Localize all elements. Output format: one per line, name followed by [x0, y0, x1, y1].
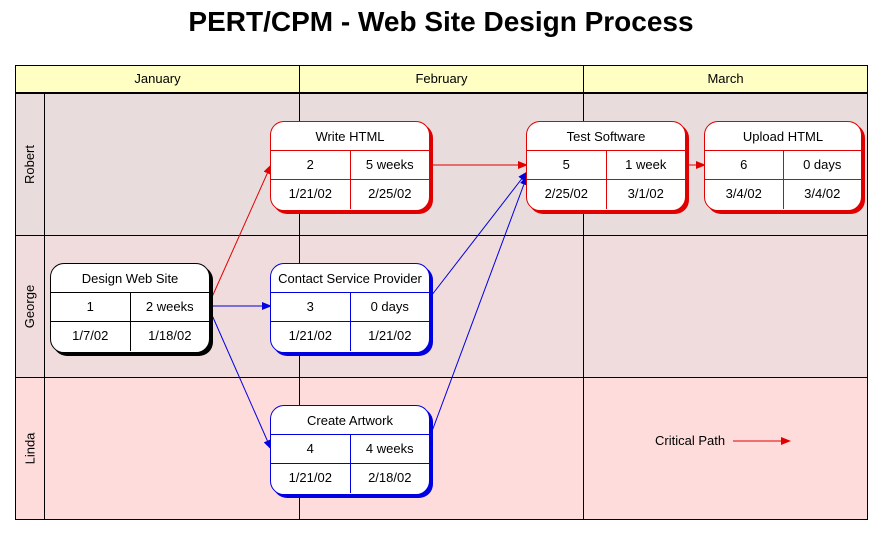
- lane-label-george: George: [16, 236, 45, 377]
- lane-linda: Linda: [15, 377, 868, 520]
- lane-label-linda: Linda: [16, 378, 45, 519]
- arrow-4-to-5: [427, 175, 528, 443]
- task-start: 1/21/02: [271, 180, 351, 209]
- task-name: Design Web Site: [51, 264, 209, 293]
- task-finish: 1/21/02: [368, 328, 412, 343]
- task-write-html[interactable]: Write HTML 2 5 weeks 1/21/02 2/25/02: [270, 121, 430, 211]
- task-finish: 2/25/02: [368, 186, 412, 201]
- task-id: 1: [51, 293, 131, 321]
- task-id: 6: [705, 151, 784, 179]
- task-create-artwork[interactable]: Create Artwork 4 4 weeks 1/21/02 2/18/02: [270, 405, 430, 495]
- task-duration: 5 weeks: [365, 157, 414, 172]
- task-upload-html[interactable]: Upload HTML 6 0 days 3/4/02 3/4/02: [704, 121, 862, 211]
- task-start: 3/4/02: [705, 180, 784, 209]
- task-duration: 4 weeks: [365, 441, 414, 456]
- task-start: 1/21/02: [271, 322, 351, 351]
- task-duration: 0 days: [370, 299, 409, 314]
- task-duration: 0 days: [803, 157, 842, 172]
- task-id: 3: [271, 293, 351, 321]
- month-divider: [583, 93, 584, 519]
- page-title: PERT/CPM - Web Site Design Process: [188, 6, 694, 37]
- task-name: Upload HTML: [705, 122, 861, 151]
- task-name: Test Software: [527, 122, 685, 151]
- arrow-3-to-5: [427, 171, 528, 301]
- task-duration: 2 weeks: [145, 299, 194, 314]
- month-march: March: [583, 65, 868, 93]
- task-name: Create Artwork: [271, 406, 429, 435]
- month-january: January: [15, 65, 300, 93]
- arrow-1-to-4: [207, 305, 272, 450]
- task-contact-service-provider[interactable]: Contact Service Provider 3 0 days 1/21/0…: [270, 263, 430, 353]
- task-finish: 1/18/02: [148, 328, 192, 343]
- task-start: 1/21/02: [271, 464, 351, 493]
- task-finish: 2/18/02: [368, 470, 412, 485]
- task-id: 5: [527, 151, 607, 179]
- task-design-web-site[interactable]: Design Web Site 1 2 weeks 1/7/02 1/18/02: [50, 263, 210, 353]
- task-test-software[interactable]: Test Software 5 1 week 2/25/02 3/1/02: [526, 121, 686, 211]
- task-id: 4: [271, 435, 351, 463]
- lane-label-robert: Robert: [16, 94, 45, 235]
- task-start: 1/7/02: [51, 322, 131, 351]
- task-name: Write HTML: [271, 122, 429, 151]
- arrow-1-to-2: [207, 164, 272, 307]
- task-start: 2/25/02: [527, 180, 607, 209]
- task-id: 2: [271, 151, 351, 179]
- task-finish: 3/1/02: [627, 186, 664, 201]
- task-finish: 3/4/02: [804, 186, 841, 201]
- task-name: Contact Service Provider: [271, 264, 429, 293]
- task-duration: 1 week: [625, 157, 667, 172]
- critical-path-legend-label: Critical Path: [655, 433, 726, 448]
